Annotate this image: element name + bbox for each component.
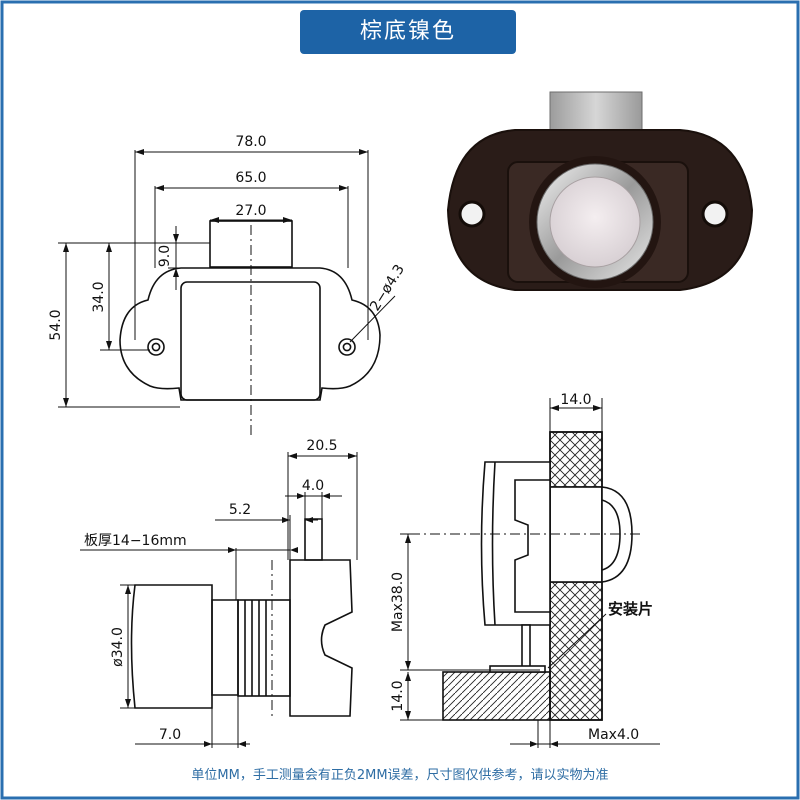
side-view-dimensions xyxy=(80,452,358,748)
dim-section-top: 14.0 xyxy=(560,392,591,408)
title-banner: 棕底镍色 xyxy=(300,10,516,54)
section-view xyxy=(410,431,640,721)
front-view-dimensions xyxy=(58,149,396,408)
dim-hole-label: 2−ø4.3 xyxy=(367,262,408,314)
section-view-dimensions xyxy=(400,398,660,748)
panel-thickness-label: 板厚14−16mm xyxy=(84,533,187,549)
dim-width-total: 78.0 xyxy=(235,134,266,150)
dim-plate: Max4.0 xyxy=(588,727,639,743)
product-photo xyxy=(446,91,754,291)
dim-height-total: 54.0 xyxy=(48,309,64,340)
dim-offset: 5.2 xyxy=(229,502,251,518)
dim-height-body: 34.0 xyxy=(91,281,107,312)
front-view xyxy=(119,220,381,436)
side-view xyxy=(130,518,353,717)
dim-height-tab: 9.0 xyxy=(157,245,173,267)
dim-section-height: Max38.0 xyxy=(390,572,406,632)
mounting-plate-label: 安装片 xyxy=(608,600,653,618)
dim-button: 7.0 xyxy=(159,727,181,743)
dim-section-bottom: 14.0 xyxy=(390,680,406,711)
dim-depth-total: 20.5 xyxy=(306,438,337,454)
dim-width-body: 65.0 xyxy=(235,170,266,186)
dim-diameter: ø34.0 xyxy=(110,627,126,667)
dim-tab: 4.0 xyxy=(302,478,324,494)
footer-note: 单位MM，手工测量会有正负2MM误差，尺寸图仅供参考，请以实物为准 xyxy=(191,768,609,783)
dim-width-top: 27.0 xyxy=(235,203,266,219)
